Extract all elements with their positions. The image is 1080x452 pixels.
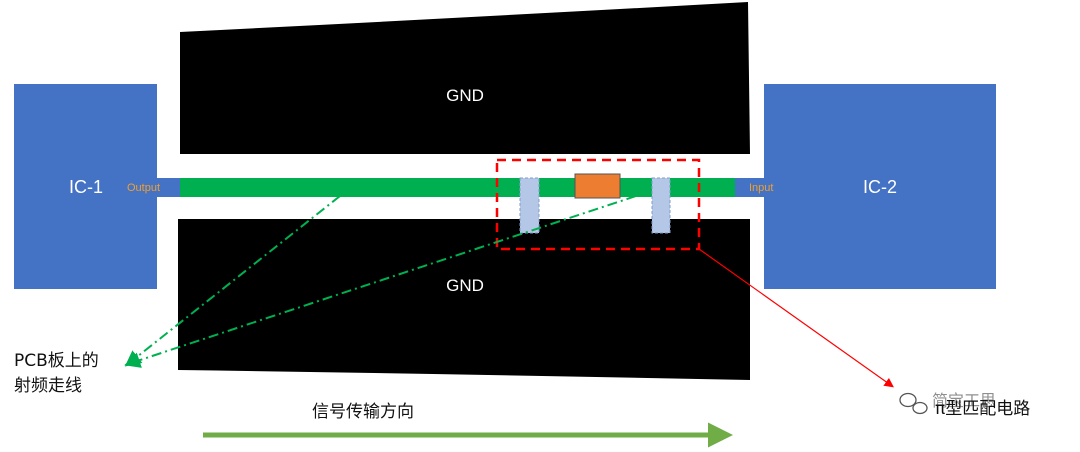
gnd-bottom-label: GND [446,276,484,295]
input-port-label: Input [749,182,773,194]
matching-leader-arrow [698,248,894,388]
leader-line-1 [124,195,341,367]
trace-annotation-line1: PCB板上的 [14,351,99,371]
input-port-pad [735,178,765,197]
wechat-logo-icon [899,392,928,415]
trace-leader-lines [124,195,637,368]
matching-annotation: π型匹配电路 [935,399,1030,419]
ic2-block: IC-2 [764,84,996,289]
gnd-bottom-shape [178,219,750,380]
gnd-top-shape [180,2,750,154]
ic2-label: IC-2 [863,177,897,197]
shunt-pad-right [651,177,671,234]
gnd-top-plane: GND [180,2,750,154]
ic1-label: IC-1 [69,177,103,197]
trace-annotation-line2: 射频走线 [14,376,82,396]
ic1-body [14,84,157,289]
shunt-pad-left [519,177,540,234]
series-component [574,173,621,199]
gnd-top-label: GND [446,86,484,105]
ic2-body [764,84,996,289]
gnd-bottom-plane: GND [178,219,750,380]
watermark-text: 简宝工思 [932,391,996,410]
direction-label: 信号传输方向 [312,402,414,422]
output-port-label: Output [127,182,160,194]
leader-line-2 [124,195,637,368]
matching-highlight-box [495,158,701,251]
output-port-pad [157,178,180,197]
ic1-block: IC-1 [14,84,157,289]
